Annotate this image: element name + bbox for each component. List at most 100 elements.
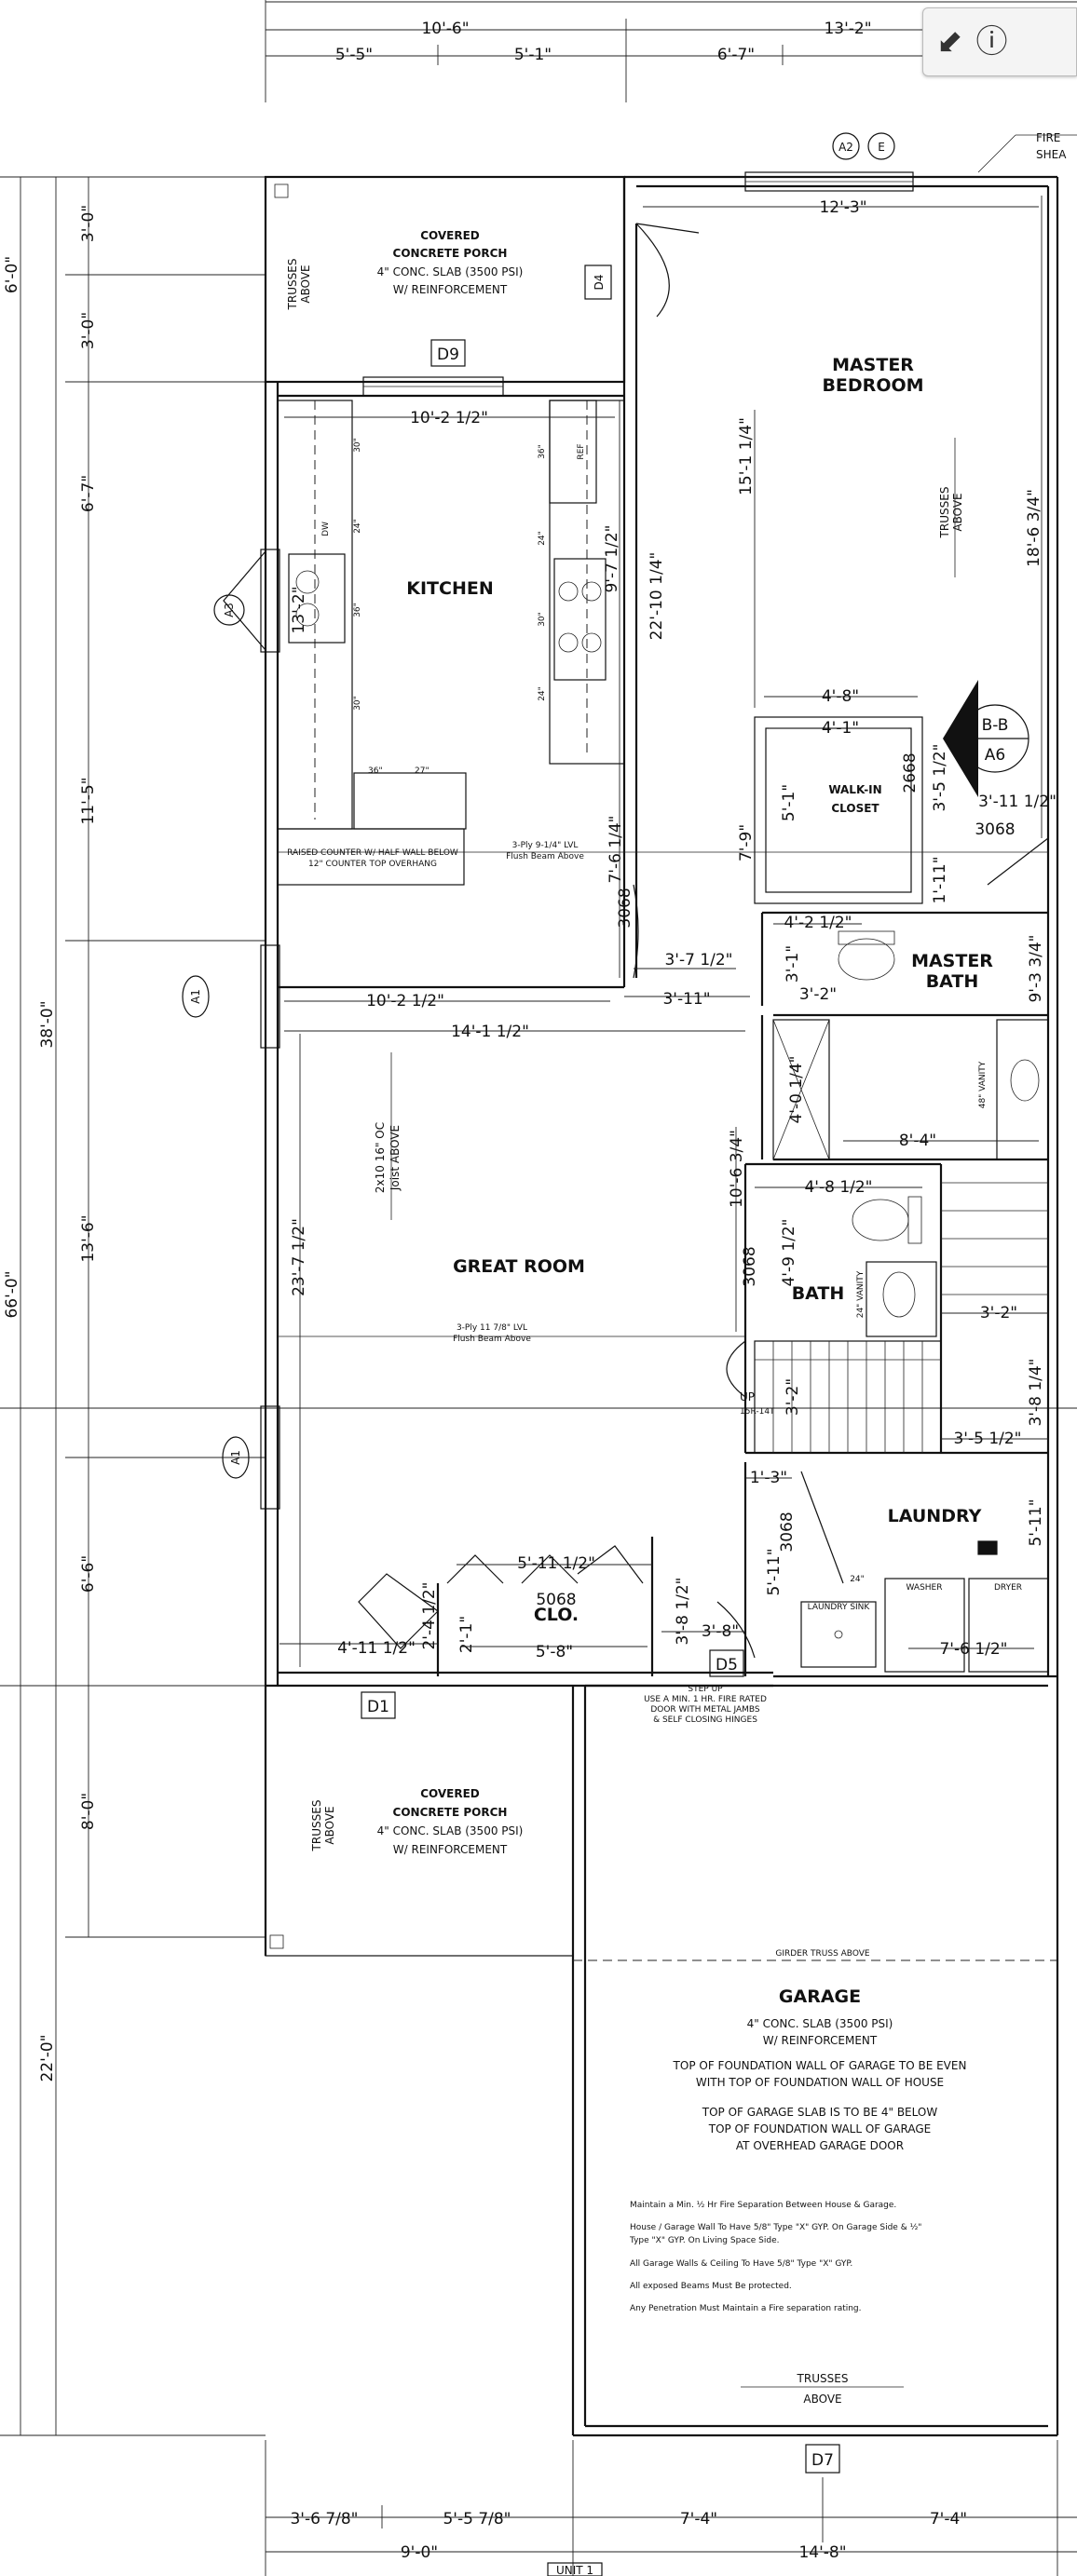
cab-27: 27" (415, 766, 429, 776)
dim-wc-42: 4'-2 1/2" (784, 914, 852, 932)
stairs (755, 1182, 1048, 1453)
cab-30-2: 30" (353, 696, 362, 711)
dim-left-3-0-b: 3'-0" (79, 312, 98, 349)
tag-section-a6: A6 (985, 746, 1005, 765)
dim-kitchen-764: 7'-6 1/4" (607, 815, 625, 883)
garage-note-5: TOP OF GARAGE SLAB IS TO BE 4" BELOW (702, 2106, 938, 2119)
dim-laundry-762: 7'-6 1/2" (939, 1640, 1007, 1659)
fire-note-1: Maintain a Min. ½ Hr Fire Separation Bet… (630, 2201, 896, 2210)
dim-wc-31: 3'-1" (784, 945, 802, 983)
joist-1: 2x10 16" OC (374, 1122, 387, 1193)
porch-bottom-label-4: W/ REINFORCEMENT (393, 1843, 508, 1856)
dim-left-13-6: 13'-6" (79, 1214, 98, 1262)
dim-closet-21: 2'-1" (457, 1616, 476, 1653)
dim-laundry-13: 1'-3" (750, 1469, 787, 1487)
laundry-label: LAUNDRY (888, 1506, 982, 1526)
closet-label: CLO. (534, 1605, 579, 1625)
fire-note-2: House / Garage Wall To Have 5/8" Type "X… (630, 2223, 921, 2232)
dim-mbath-84: 8'-4" (899, 1132, 936, 1150)
dim-range: 9'-7 1/2" (603, 524, 621, 592)
step-note-4: & SELF CLOSING HINGES (653, 1715, 757, 1725)
door-3068-kitchen: 3068 (616, 888, 634, 928)
dim-kitchen-width: 10'-2 1/2" (410, 409, 488, 427)
porch-bottom-label-3: 4" CONC. SLAB (3500 PSI) (377, 1824, 524, 1837)
walk-in-label-2: CLOSET (831, 802, 879, 815)
bath-fixtures (772, 930, 1049, 1337)
tag-section-bb: B-B (982, 716, 1009, 735)
tag-fire: FIRE (1036, 131, 1060, 144)
walk-in-label-1: WALK-IN (828, 783, 881, 796)
dim-left-3-0-a: 3'-0" (79, 205, 98, 242)
lvl-kitchen-1: 3-Ply 9-1/4" LVL (512, 841, 579, 850)
door-3068-bath: 3068 (741, 1246, 759, 1286)
dim-wic-48: 4'-8" (822, 687, 859, 706)
lvl-kitchen-2: Flush Beam Above (506, 852, 584, 861)
door-5068: 5068 (536, 1591, 576, 1609)
dim-kitchen-372: 3'-7 1/2" (664, 951, 732, 969)
room-labels: COVERED CONCRETE PORCH 4" CONC. SLAB (35… (286, 229, 993, 1959)
dim-top-13-2: 13'-2" (824, 20, 871, 38)
tag-d5: D5 (716, 1656, 738, 1674)
dim-bottom-7-4-a: 7'-4" (680, 2510, 717, 2529)
dim-mbath-93: 9'-3 3/4" (1027, 934, 1045, 1002)
vanity-48-label: 48" VANITY (978, 1061, 988, 1108)
tag-d7: D7 (811, 2451, 834, 2470)
interior-dimensions: 12'-3" 10'-2 1/2" 22'-10 1/4" 9'-7 1/2" … (279, 196, 1057, 1667)
tag-d4: D4 (593, 275, 606, 291)
dim-laundry-511r: 5'-11" (1027, 1498, 1045, 1546)
dim-shower-40: 4'-0 1/4" (787, 1055, 806, 1123)
cab-24-1: 24" (353, 519, 362, 534)
tag-a2: A2 (838, 141, 853, 154)
stair-risers: 15R-14T (740, 1407, 775, 1417)
trusses-garage-2: ABOVE (803, 2393, 841, 2406)
door-3068-laundry: 3068 (778, 1512, 797, 1552)
trusses-porch-2: ABOVE (323, 1806, 336, 1844)
raised-counter-2: 12" COUNTER TOP OVERHANG (308, 860, 437, 869)
collapse-arrow-icon[interactable]: ⬋ (936, 23, 963, 61)
section-markers: A2 E FIRE SHEA A3 A1 A1 B-B A6 (182, 131, 1077, 1479)
dim-wic-35: 3'-5 1/2" (931, 743, 949, 811)
dim-great-141: 14'-1 1/2" (451, 1023, 529, 1041)
left-dimension-lines: 66'-0" 38'-0" 6'-6" 8'-0" 22'-0" 6'-0" 6… (0, 176, 1077, 2436)
dim-wc-32: 3'-2" (799, 985, 837, 1004)
lvl-great-2: Flush Beam Above (453, 1335, 531, 1344)
cab-36-1: 36" (353, 603, 362, 617)
dim-bottom-14-8: 14'-8" (798, 2543, 846, 2562)
doors (358, 223, 1049, 1659)
bath-label: BATH (792, 1283, 845, 1304)
dim-top-10-6: 10'-6" (421, 20, 469, 38)
dim-wic-79: 7'-9" (737, 824, 756, 861)
dim-door-24: 2'-4 1/2" (420, 1581, 439, 1649)
info-icon[interactable]: ⓘ (975, 23, 1008, 61)
dim-left-8-0: 8'-0" (79, 1793, 98, 1830)
dim-great-237: 23'-7 1/2" (290, 1218, 308, 1296)
dim-wic-41: 4'-1" (822, 719, 859, 738)
dim-left-6-7: 6'-7" (79, 475, 98, 512)
door-3068-mb: 3068 (975, 820, 1015, 839)
tag-e: E (878, 141, 885, 154)
dim-left-38-0: 38'-0" (38, 1000, 57, 1048)
porch-top-label-1: COVERED (420, 229, 480, 242)
dim-kitchen-height: 22'-10 1/4" (648, 552, 666, 641)
raised-counter-1: RAISED COUNTER W/ HALF WALL BELOW (287, 848, 458, 858)
trusses-top-1: TRUSSES (286, 259, 299, 311)
door-2668: 2668 (901, 752, 920, 793)
vanity-24-label: 24" VANITY (856, 1270, 866, 1318)
trusses-top-2: ABOVE (299, 264, 312, 303)
dim-stair-35: 3'-5 1/2" (953, 1430, 1021, 1448)
dim-closet-38b: 3'-8" (702, 1622, 739, 1641)
windows (223, 171, 914, 1510)
dim-stair-38: 3'-8 1/4" (1027, 1358, 1045, 1426)
dim-bottom-3-6: 3'-6 7/8" (290, 2510, 358, 2529)
sink-size: 24" (850, 1575, 865, 1584)
porch-bottom-label-1: COVERED (420, 1787, 480, 1800)
stair-up: UP (740, 1390, 755, 1403)
dim-kitchen-311: 3'-11" (662, 990, 710, 1009)
cab-24-2: 24" (538, 531, 547, 546)
cab-30-3: 30" (538, 612, 547, 627)
garage-notes: GARAGE 4" CONC. SLAB (3500 PSI) W/ REINF… (629, 1986, 966, 2406)
master-bath-label-2: BATH (926, 971, 979, 992)
garage-note-1: 4" CONC. SLAB (3500 PSI) (747, 2017, 893, 2030)
unit-label: UNIT 1 (556, 2564, 593, 2576)
dim-bath-49: 4'-9 1/2" (780, 1218, 798, 1286)
